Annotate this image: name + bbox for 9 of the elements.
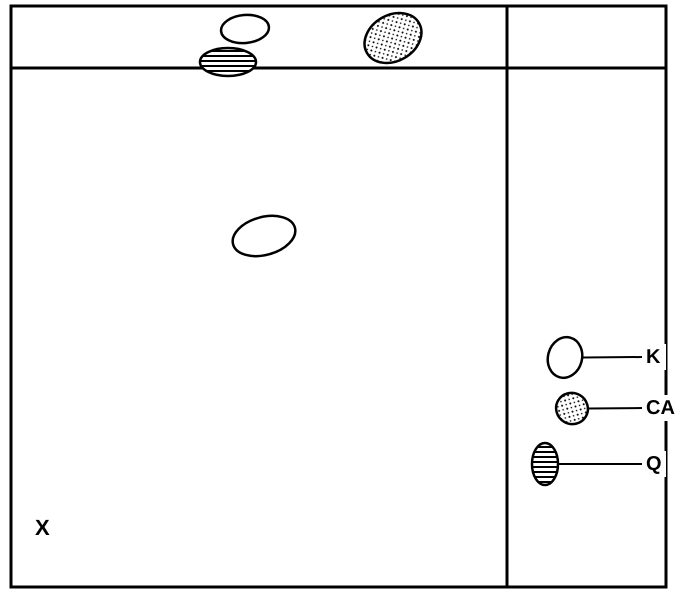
origin-mark: X bbox=[35, 517, 50, 539]
leader-line bbox=[583, 356, 643, 358]
spot-label: K bbox=[642, 344, 666, 370]
spot-label: Q bbox=[642, 451, 666, 477]
leader-line bbox=[559, 463, 643, 465]
spot bbox=[554, 391, 590, 426]
spot bbox=[546, 335, 584, 380]
spot bbox=[530, 441, 560, 487]
leader-line bbox=[588, 407, 644, 410]
